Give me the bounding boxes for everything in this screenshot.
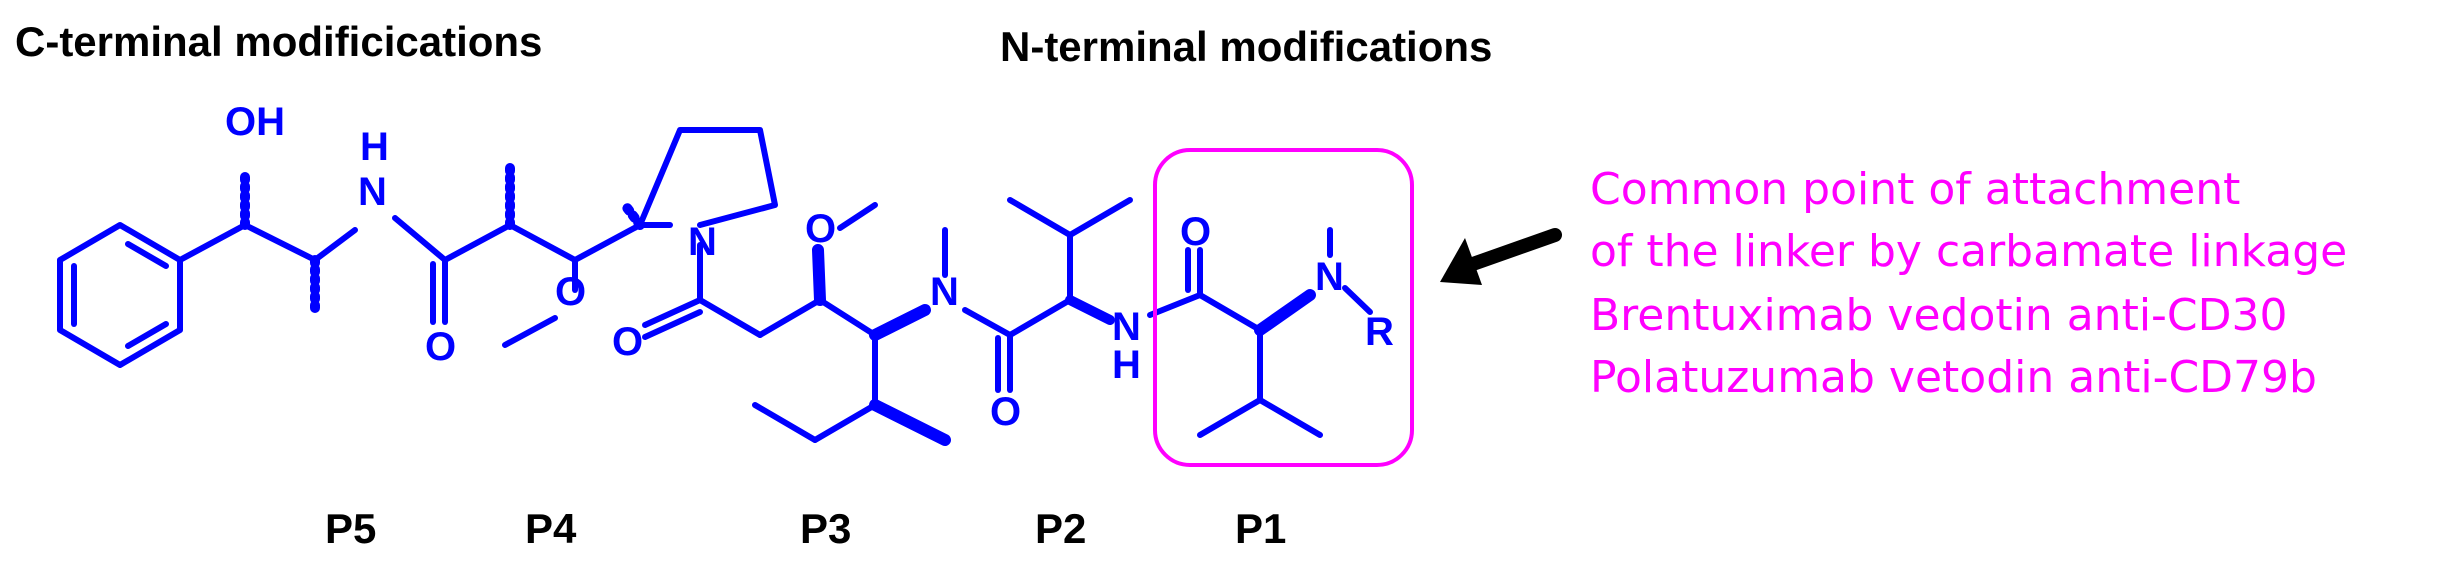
p1-n-label: N [1315,255,1344,299]
phenyl-ring [57,222,183,368]
methoxy2-o-label: O [805,207,836,251]
amide1-o-label: O [425,325,456,369]
p1-highlight-box [1153,148,1414,467]
annotation-line-1: Common point of attachment [1590,164,2241,215]
position-label-p3: P3 [800,505,852,552]
p1-o-label: O [1180,210,1211,254]
annotation-line-3: Brentuximab vedotin anti-CD30 [1590,290,2288,341]
pyrrolidine-n-label: N [688,220,717,264]
position-label-p5: P5 [325,505,377,552]
n-terminal-heading: N-terminal modifications [1000,23,1493,70]
ketone-o-label: O [612,320,643,364]
oh-label: OH [225,100,285,144]
r-group-label: R [1365,310,1394,354]
nh-n-label: N [358,170,387,214]
attachment-arrow [1440,228,1562,285]
amide2-n-label: N [1112,305,1141,349]
methyl-n-label: N [930,270,959,314]
amide2-h-label: H [1112,343,1141,387]
annotation-line-4: Polatuzumab vetodin anti-CD79b [1590,352,2317,403]
c-terminal-heading: C-terminal modificications [15,18,543,65]
nh-h-label: H [360,125,389,169]
position-label-p4: P4 [525,505,577,552]
position-label-p1: P1 [1235,505,1287,552]
amide2-o-label: O [990,390,1021,434]
methoxy1-o-label: O [555,270,586,314]
annotation-line-2: of the linker by carbamate linkage [1590,226,2348,277]
position-label-p2: P2 [1035,505,1087,552]
bond-lines [57,127,1373,446]
atom-labels: OH H N O O N O O N O N H O N R [225,100,1394,434]
